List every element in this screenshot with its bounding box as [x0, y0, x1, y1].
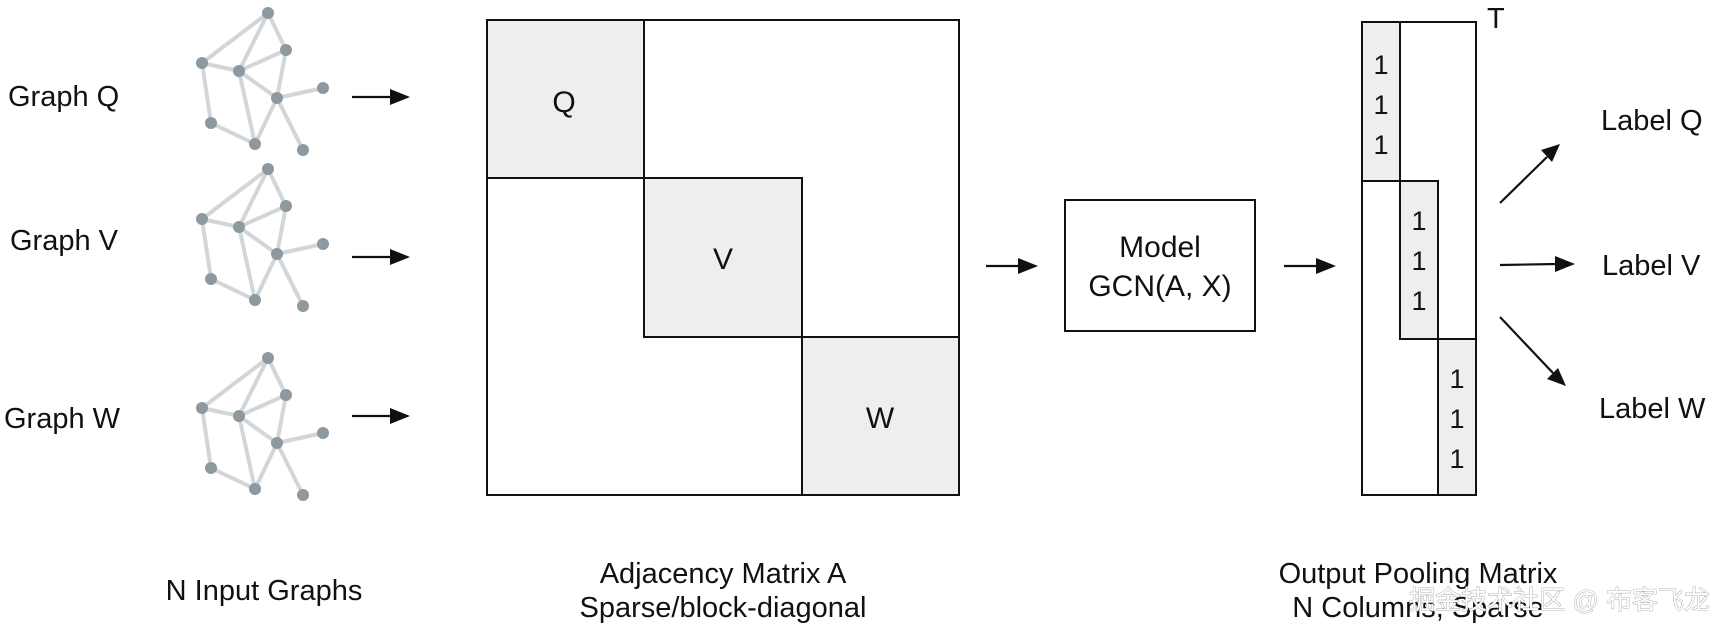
- adjacency-matrix: Q V W: [486, 19, 960, 496]
- arrow-to-label-w: [1499, 316, 1566, 386]
- arrow-to-label-q: [1499, 144, 1560, 204]
- graph-w-network-icon: [194, 350, 331, 503]
- pooling-col2-val3: 1: [1411, 286, 1426, 316]
- pooling-col1-val3: 1: [1373, 130, 1388, 160]
- adjacency-block-v-label: V: [713, 243, 733, 276]
- pooling-col1-val2: 1: [1373, 90, 1388, 120]
- arrow-to-label-v: [1499, 256, 1575, 272]
- model-formula: GCN(A, X): [1088, 270, 1231, 303]
- arrow-graph-v-to-matrix: [352, 249, 410, 265]
- pooling-matrix: 1 1 1 1 1 1 1 1 1 T: [1361, 3, 1505, 496]
- pooling-column-3: [1437, 338, 1477, 496]
- pooling-col3-val1: 1: [1449, 364, 1464, 394]
- graph-v-network-icon: [194, 161, 331, 314]
- model-box-frame: [1064, 199, 1256, 332]
- pooling-col3-val3: 1: [1449, 444, 1464, 474]
- caption-pooling-line2: N Columns, Sparse: [1292, 592, 1543, 624]
- pooling-column-1: [1361, 21, 1401, 182]
- input-graph-w: Graph W: [4, 350, 410, 503]
- pooling-col2-val1: 1: [1411, 206, 1426, 236]
- adjacency-block-q: [486, 19, 645, 179]
- input-graph-q: Graph Q: [8, 5, 410, 158]
- adjacency-block-w-label: W: [866, 402, 895, 435]
- model-box: Model GCN(A, X): [1064, 199, 1256, 332]
- model-title: Model: [1119, 231, 1201, 264]
- output-label-v: Label V: [1602, 250, 1701, 282]
- output-label-q: Label Q: [1601, 105, 1703, 137]
- graph-label-w: Graph W: [4, 403, 121, 435]
- watermark: 掘金技术社区 @ 布客飞龙: [1409, 585, 1710, 615]
- graph-label-q: Graph Q: [8, 81, 119, 113]
- pooling-col3-val2: 1: [1449, 404, 1464, 434]
- transpose-marker: T: [1487, 3, 1505, 35]
- caption-input-graphs: N Input Graphs: [166, 575, 363, 607]
- pooling-col1-val1: 1: [1373, 50, 1388, 80]
- adjacency-block-q-label: Q: [552, 86, 575, 119]
- arrow-graph-w-to-matrix: [352, 408, 410, 424]
- output-label-w: Label W: [1599, 393, 1706, 425]
- pooling-column-2: [1399, 180, 1439, 340]
- caption-pooling-line1: Output Pooling Matrix: [1279, 558, 1558, 590]
- arrow-graph-q-to-matrix: [352, 89, 410, 105]
- graph-q-network-icon: [194, 5, 331, 158]
- graph-label-v: Graph V: [10, 225, 119, 257]
- input-graph-v: Graph V: [10, 161, 410, 314]
- caption-adjacency-line1: Adjacency Matrix A: [600, 558, 847, 590]
- pooling-col2-val2: 1: [1411, 246, 1426, 276]
- adjacency-block-v: [643, 177, 803, 338]
- adjacency-block-w: [801, 336, 960, 496]
- caption-adjacency-line2: Sparse/block-diagonal: [580, 592, 867, 624]
- arrow-model-to-pooling: [1284, 258, 1336, 274]
- arrow-matrix-to-model: [986, 258, 1038, 274]
